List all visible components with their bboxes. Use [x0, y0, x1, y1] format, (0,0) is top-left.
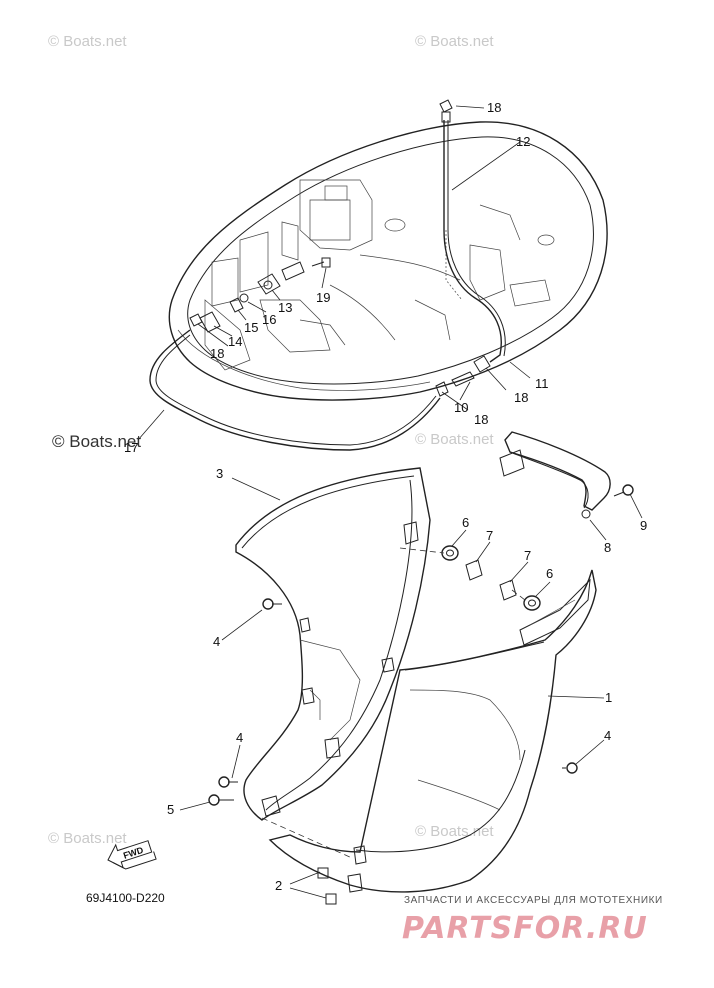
hardware-lower — [208, 484, 634, 905]
callout-14: 14 — [228, 334, 242, 349]
callout-3: 3 — [216, 466, 223, 481]
callout-8: 8 — [604, 540, 611, 555]
watermark: © Boats.net — [52, 432, 141, 451]
callout-1: 1 — [605, 690, 612, 705]
callout-10: 10 — [454, 400, 468, 415]
callout-6: 6 — [546, 566, 553, 581]
hardware-tray — [189, 99, 491, 397]
bottom-cowling-tray — [168, 121, 608, 401]
cable-12 — [441, 111, 506, 363]
callout-15: 15 — [244, 320, 258, 335]
alignment-line — [261, 817, 353, 859]
callout-5: 5 — [167, 802, 174, 817]
lower-cover-1 — [268, 569, 597, 893]
alignment-line — [511, 589, 526, 601]
callout-11: 11 — [535, 376, 549, 391]
watermark: © Boats.net — [415, 33, 494, 50]
alignment-line — [399, 547, 445, 554]
callout-18: 18 — [474, 412, 488, 427]
callout-4: 4 — [236, 730, 243, 745]
callout-6: 6 — [462, 515, 469, 530]
callout-13: 13 — [278, 300, 292, 315]
callout-18: 18 — [514, 390, 528, 405]
callout-2: 2 — [275, 878, 282, 893]
callout-7: 7 — [524, 548, 531, 563]
side-cover-3 — [235, 467, 431, 821]
callout-18: 18 — [210, 346, 224, 361]
brand-tagline: ЗАПЧАСТИ И АКСЕССУАРЫ ДЛЯ МОТОТЕХНИКИ — [404, 895, 663, 906]
callout-17: 17 — [124, 440, 138, 455]
watermark: © Boats.net — [48, 33, 127, 50]
brand-logo: PARTSFOR.RU — [402, 911, 648, 946]
watermark: © Boats.net — [48, 830, 127, 847]
watermark: © Boats.net — [415, 431, 494, 448]
cable-17 — [149, 329, 441, 451]
callout-7: 7 — [486, 528, 493, 543]
watermark: © Boats.net — [415, 823, 494, 840]
callout-9: 9 — [640, 518, 647, 533]
callout-16: 16 — [262, 312, 276, 327]
callout-4: 4 — [213, 634, 220, 649]
callout-19: 19 — [316, 290, 330, 305]
leader-lines — [137, 105, 643, 899]
diagram-code: 69J4100-D220 — [86, 891, 165, 905]
cover-8 — [499, 431, 611, 519]
callout-12: 12 — [516, 134, 530, 149]
callout-18: 18 — [487, 100, 501, 115]
callout-4: 4 — [604, 728, 611, 743]
